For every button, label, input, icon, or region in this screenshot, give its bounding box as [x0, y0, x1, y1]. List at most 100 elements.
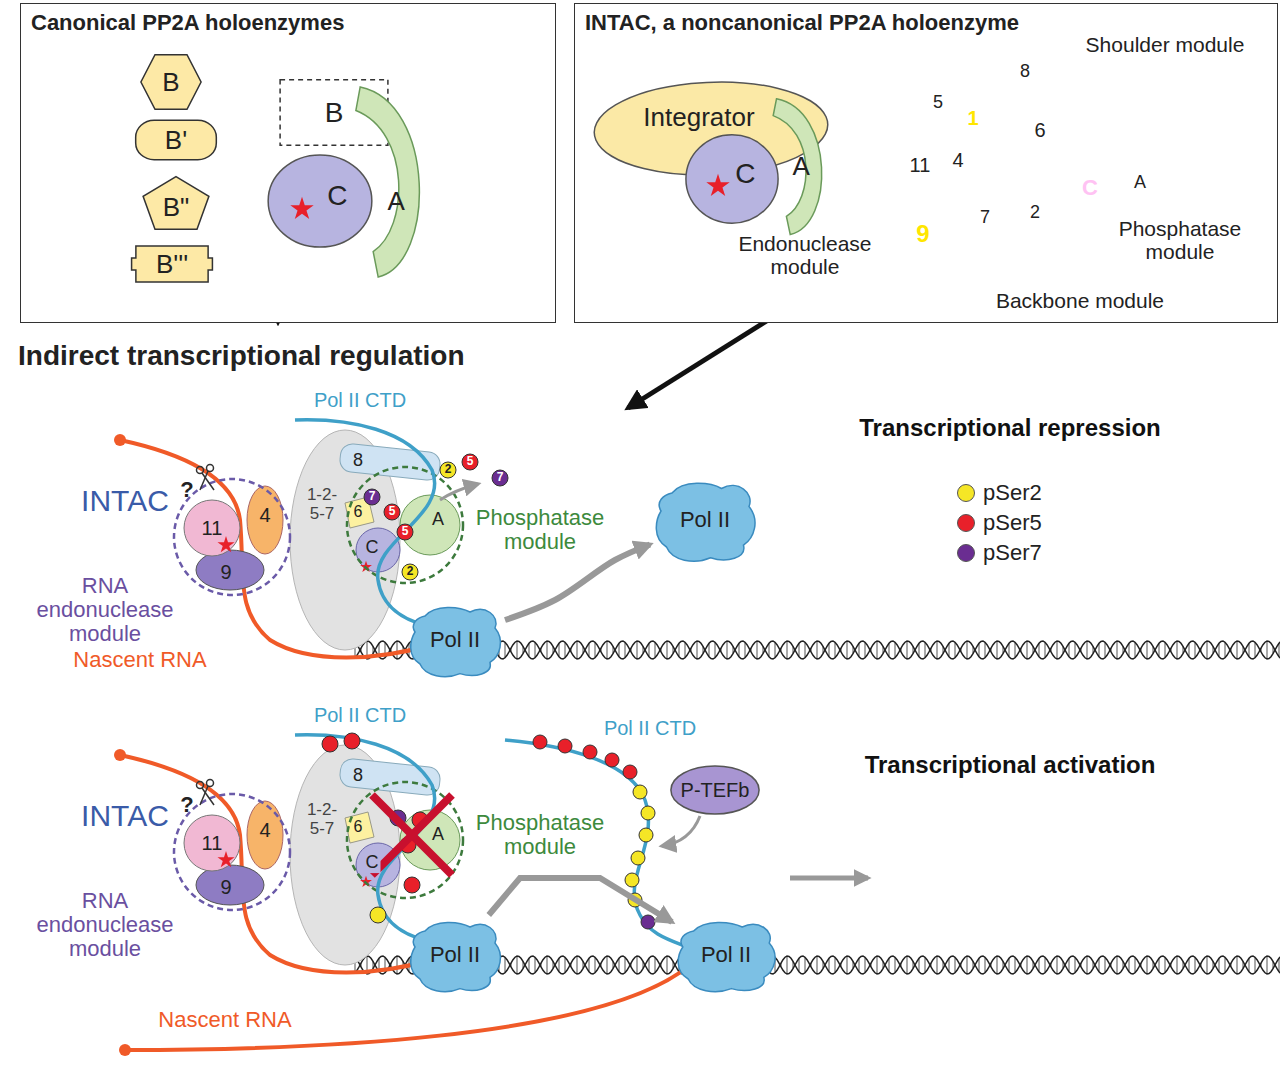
callout-number: 5	[467, 455, 474, 468]
dna-rung	[1279, 958, 1280, 971]
dna-rung	[559, 643, 560, 656]
dna-rung	[847, 956, 848, 974]
callout-number: 9	[916, 221, 929, 247]
dna-rung	[709, 643, 710, 656]
dna-rung	[1279, 643, 1280, 656]
callout-number: 2	[407, 565, 414, 578]
dna-rung	[1069, 643, 1070, 656]
dna-rung	[1207, 956, 1208, 974]
shape	[268, 155, 372, 247]
ctd-phospho-dot	[631, 851, 645, 865]
annotation-label: Transcriptional repression	[859, 415, 1160, 441]
callout-number: 8	[1020, 62, 1030, 82]
annotation-label: Transcriptional activation	[865, 752, 1156, 778]
scissors-ring	[207, 465, 214, 472]
dna-rung	[1207, 641, 1208, 659]
dna-rung	[865, 642, 866, 658]
dna-rung	[1189, 643, 1190, 656]
rna-end	[114, 749, 126, 761]
ctd-phospho-dot	[364, 489, 380, 505]
dna-rung	[895, 642, 896, 658]
dna-rung	[589, 958, 590, 971]
callout-number: C	[366, 538, 379, 558]
dna-rung	[1009, 958, 1010, 971]
dna-rung	[835, 642, 836, 658]
dna-rung	[577, 641, 578, 659]
dna-rung	[655, 957, 656, 973]
shape	[411, 922, 501, 991]
callout-number: A	[1134, 173, 1146, 193]
callout-number: 11	[910, 154, 931, 176]
dna-rung	[625, 957, 626, 973]
dna-rung	[1219, 643, 1220, 656]
dna-rung	[877, 641, 878, 659]
annotation-label: Shoulder module	[1086, 33, 1245, 56]
dna-rung	[547, 641, 548, 659]
subunit-hexagon: B	[139, 53, 203, 111]
dna-rung	[1015, 957, 1016, 973]
callout-number: 7	[980, 208, 990, 228]
panel-box: Canonical PP2A holoenzymesBB'B"B'''BAC	[20, 3, 556, 323]
node-label: Pol II	[430, 943, 480, 967]
dna-rung	[829, 958, 830, 971]
panel-title: Canonical PP2A holoenzymes	[31, 10, 344, 36]
catalytic-circle: C	[684, 133, 780, 225]
callout-number: 1	[967, 107, 978, 129]
dna-rung	[565, 957, 566, 973]
annotation-label: INTAC	[81, 484, 169, 517]
callout-number: 6	[1034, 119, 1045, 141]
annotation-label: INTAC	[81, 799, 169, 832]
dna-rung	[1165, 957, 1166, 973]
ptefb-arrow	[662, 816, 700, 846]
callout-number: ?	[180, 793, 193, 817]
dna-rung	[1129, 958, 1130, 971]
dna-rung	[955, 642, 956, 658]
dna-rung	[967, 956, 968, 974]
catalytic-circle: C	[266, 153, 374, 249]
dna-rung	[535, 957, 536, 973]
ctd-phospho-dot	[402, 564, 418, 580]
dna-rung	[1015, 642, 1016, 658]
dna-rung	[967, 641, 968, 659]
dna-rung	[817, 956, 818, 974]
annotation-label: Nascent RNA	[73, 648, 206, 672]
dna-rung	[1075, 642, 1076, 658]
dna-rung	[517, 641, 518, 659]
dna-rung	[1087, 641, 1088, 659]
callout-number: 8	[353, 451, 363, 471]
node-label: Pol II	[680, 508, 730, 532]
dna-rung	[889, 958, 890, 971]
star-symbol	[290, 196, 313, 218]
subunit-11	[184, 815, 240, 871]
annotation-label: Endonuclease module	[730, 232, 880, 278]
dna-rung	[1099, 643, 1100, 656]
callout-number: ?	[180, 478, 193, 502]
callout-number: 4	[259, 504, 270, 526]
callout-number: 5	[389, 505, 396, 518]
ctd-phospho-dot	[462, 454, 478, 470]
node-label: Pol II	[430, 628, 480, 652]
dna-rung	[505, 642, 506, 658]
annotation-label: RNA endonuclease module	[15, 574, 195, 647]
dna-rung	[1225, 957, 1226, 973]
scaffold-crescent: A	[771, 96, 826, 236]
shape	[143, 177, 209, 230]
dna-rung	[1117, 956, 1118, 974]
ctd-phospho-dot	[633, 785, 647, 799]
ctd-phospho-dot	[639, 828, 653, 842]
dna-rung	[1195, 957, 1196, 973]
dna-rung	[1195, 642, 1196, 658]
subunit-box: B'	[134, 119, 218, 161]
ctd-phospho-dot	[404, 877, 420, 893]
connector-arrow	[505, 544, 650, 620]
subunit-4	[247, 486, 283, 554]
dna-rung	[925, 642, 926, 658]
subunit-11	[184, 500, 240, 556]
dna-rung	[1159, 643, 1160, 656]
annotation-label: 1-2- 5-7	[302, 486, 342, 523]
dna-rung	[1105, 642, 1106, 658]
inhibition-cross	[372, 795, 452, 875]
node-label: A	[388, 186, 405, 215]
dna-rung	[649, 643, 650, 656]
dna-rung	[655, 642, 656, 658]
